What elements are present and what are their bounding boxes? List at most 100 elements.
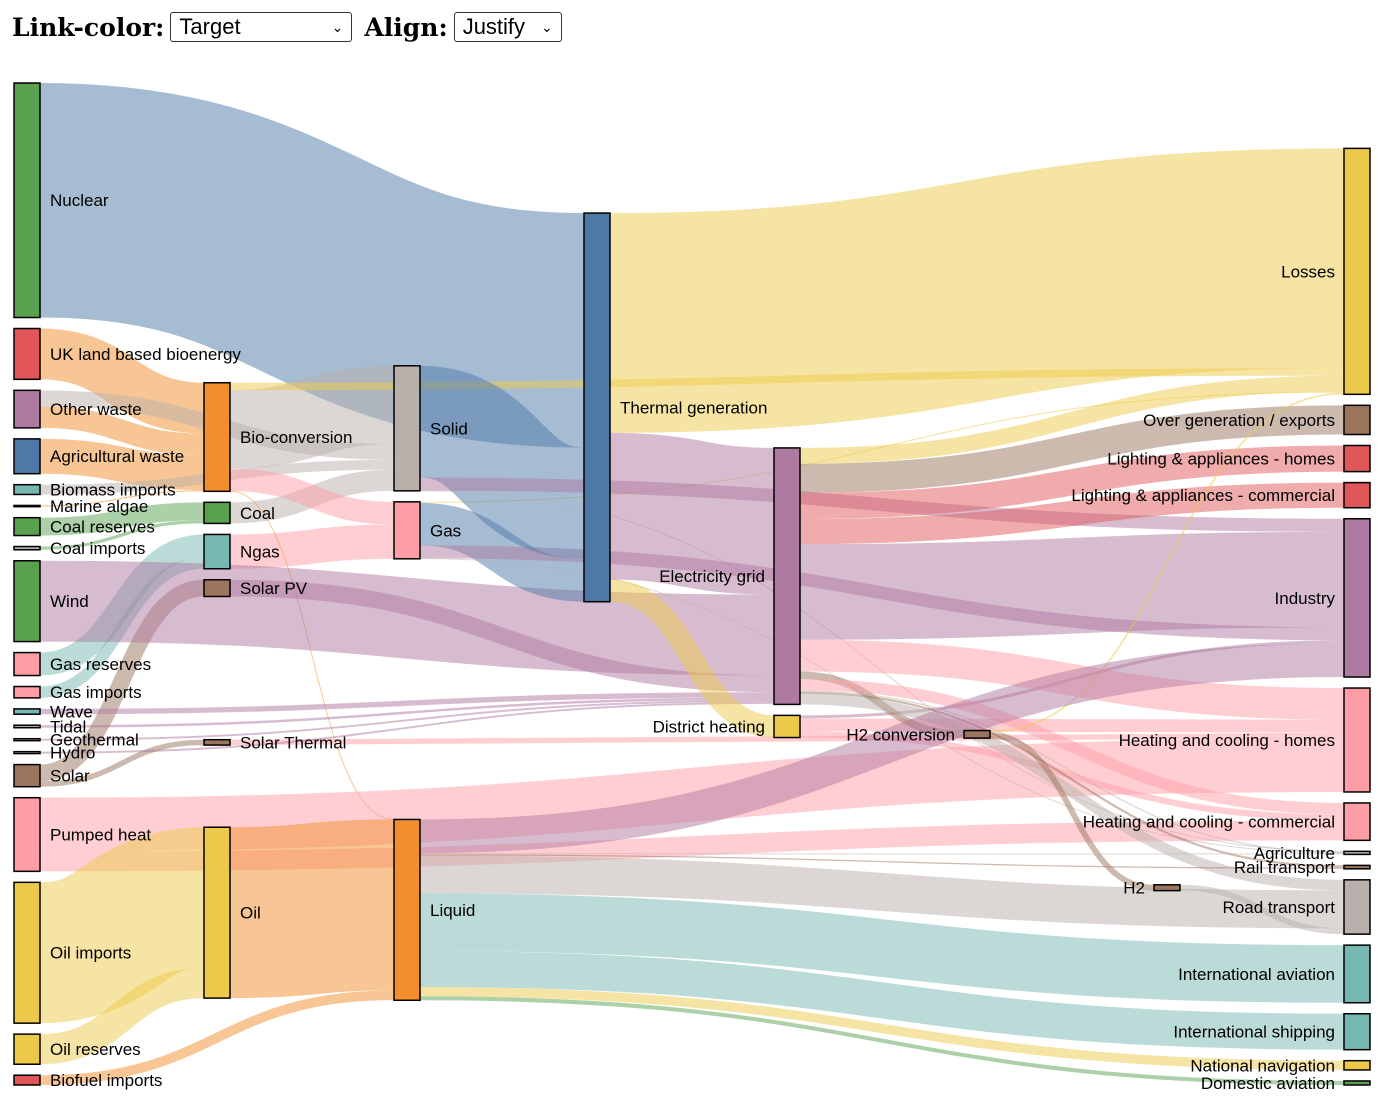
link-other-waste-to-bio-conversion[interactable] <box>39 406 205 456</box>
link-electricity-grid-to-lighting-appliances-homes[interactable] <box>799 445 1345 520</box>
node-coal-imports[interactable] <box>13 545 41 551</box>
link-liquid-to-rail-transport[interactable] <box>419 854 1345 869</box>
link-oil-imports-to-oil[interactable] <box>36 827 208 1024</box>
node-coal-reserves[interactable] <box>13 516 41 537</box>
link-oil-to-liquid[interactable] <box>229 819 395 999</box>
node-label-oil: Oil <box>240 904 261 923</box>
link-hydro-to-electricity-grid[interactable] <box>39 701 775 754</box>
link-electricity-grid-to-road-transport[interactable] <box>799 693 1345 891</box>
node-other-waste[interactable] <box>13 389 41 429</box>
node-coal[interactable] <box>203 501 231 525</box>
node-pumped-heat[interactable] <box>13 796 41 873</box>
node-label-coal: Coal <box>240 504 275 523</box>
link-liquid-to-domestic-aviation[interactable] <box>419 996 1345 1086</box>
link-oil-reserves-to-oil[interactable] <box>39 968 205 1065</box>
link-bio-conversion-to-gas[interactable] <box>229 468 395 525</box>
node-lighting-appliances-homes[interactable] <box>1343 444 1371 473</box>
node-rail-transport[interactable] <box>1343 864 1371 870</box>
link-electricity-grid-to-heating-and-cooling-commercial[interactable] <box>799 679 1345 815</box>
node-electricity-grid[interactable] <box>773 447 801 706</box>
node-solar-thermal[interactable] <box>203 738 231 746</box>
link-coal-reserves-to-coal[interactable] <box>39 502 205 536</box>
link-marine-algae-to-bio-conversion[interactable] <box>39 490 205 507</box>
node-biofuel-imports[interactable] <box>13 1074 41 1086</box>
node-label-other-waste: Other waste <box>50 400 142 419</box>
node-district-heating[interactable] <box>773 714 801 739</box>
node-gas-reserves[interactable] <box>13 651 41 677</box>
node-agriculture[interactable] <box>1343 850 1371 856</box>
link-electricity-grid-to-lighting-appliances-commercial[interactable] <box>799 482 1345 545</box>
link-electricity-grid-to-losses[interactable] <box>799 375 1345 464</box>
node-oil[interactable] <box>203 826 231 999</box>
node-liquid[interactable] <box>393 818 421 1002</box>
node-wave[interactable] <box>13 708 41 715</box>
link-electricity-grid-to-industry[interactable] <box>799 531 1345 640</box>
link-geothermal-to-electricity-grid[interactable] <box>39 700 775 741</box>
link-tidal-to-electricity-grid[interactable] <box>39 697 775 728</box>
link-liquid-to-road-transport[interactable] <box>419 855 1345 929</box>
node-solid[interactable] <box>393 365 421 492</box>
link-electricity-grid-to-rail-transport[interactable] <box>799 691 1345 868</box>
link-color-select[interactable]: Target ⌄ <box>170 12 353 42</box>
node-agricultural-waste[interactable] <box>13 438 41 475</box>
link-liquid-to-international-aviation[interactable] <box>419 893 1345 1003</box>
link-bio-conversion-to-solid[interactable] <box>229 365 395 469</box>
node-national-navigation[interactable] <box>1343 1059 1371 1071</box>
link-wave-to-electricity-grid[interactable] <box>39 692 775 715</box>
node-bio-conversion[interactable] <box>203 381 231 493</box>
chevron-down-icon: ⌄ <box>540 18 553 35</box>
node-heating-and-cooling-commercial[interactable] <box>1343 802 1371 842</box>
node-label-rail-transport: Rail transport <box>1234 858 1335 877</box>
link-nuclear-to-thermal-generation[interactable] <box>38 83 586 448</box>
node-industry[interactable] <box>1343 517 1371 678</box>
node-oil-imports[interactable] <box>13 881 41 1024</box>
link-solar-to-solar-thermal[interactable] <box>39 739 205 787</box>
link-solid-to-thermal-generation[interactable] <box>416 365 588 560</box>
node-oil-reserves[interactable] <box>13 1033 41 1065</box>
node-ngas[interactable] <box>203 533 231 570</box>
link-liquid-to-industry[interactable] <box>419 643 1345 854</box>
node-label-nuclear: Nuclear <box>50 191 109 210</box>
link-thermal-generation-to-electricity-grid[interactable] <box>609 432 775 595</box>
link-electricity-grid-to-over-generation-exports[interactable] <box>799 405 1345 493</box>
node-uk-land-based-bioenergy[interactable] <box>13 327 41 381</box>
link-ngas-to-gas[interactable] <box>229 524 395 569</box>
node-over-generation-exports[interactable] <box>1343 404 1371 436</box>
node-losses[interactable] <box>1343 147 1371 396</box>
link-agricultural-waste-to-bio-conversion[interactable] <box>39 438 205 491</box>
node-lighting-appliances-commercial[interactable] <box>1343 481 1371 509</box>
link-biofuel-imports-to-liquid[interactable] <box>39 990 395 1085</box>
node-geothermal[interactable] <box>13 737 41 742</box>
node-h2[interactable] <box>1153 884 1181 892</box>
link-thermal-generation-to-district-heating[interactable] <box>609 579 775 738</box>
node-international-aviation[interactable] <box>1343 944 1371 1004</box>
node-tidal[interactable] <box>13 724 41 729</box>
node-domestic-aviation[interactable] <box>1343 1080 1371 1086</box>
link-electricity-grid-to-agriculture[interactable] <box>799 690 1345 853</box>
node-label-gas-reserves: Gas reserves <box>50 655 151 674</box>
node-wind[interactable] <box>13 560 41 643</box>
node-road-transport[interactable] <box>1343 879 1371 935</box>
node-marine-algae[interactable] <box>13 504 41 508</box>
link-h2-conversion-to-h2[interactable] <box>989 732 1155 891</box>
link-h2-conversion-to-losses[interactable] <box>989 392 1345 733</box>
node-biomass-imports[interactable] <box>13 483 41 496</box>
node-h2-conversion[interactable] <box>963 729 991 739</box>
node-label-solid: Solid <box>430 419 468 438</box>
node-heating-and-cooling-homes[interactable] <box>1343 687 1371 793</box>
link-thermal-generation-to-losses[interactable] <box>609 148 1345 433</box>
link-liquid-to-national-navigation[interactable] <box>419 986 1345 1070</box>
link-wind-to-electricity-grid[interactable] <box>39 560 775 676</box>
node-solar[interactable] <box>13 763 41 788</box>
node-hydro[interactable] <box>13 750 41 755</box>
node-gas[interactable] <box>393 501 421 560</box>
link-liquid-to-international-shipping[interactable] <box>419 951 1345 1050</box>
align-select[interactable]: Justify ⌄ <box>453 12 562 42</box>
node-solar-pv[interactable] <box>203 579 231 598</box>
node-international-shipping[interactable] <box>1343 1012 1371 1051</box>
link-coal-imports-to-coal[interactable] <box>39 520 205 550</box>
link-solar-thermal-to-heating-and-cooling-homes[interactable] <box>229 732 1345 746</box>
node-nuclear[interactable] <box>13 82 41 319</box>
node-thermal-generation[interactable] <box>583 212 611 603</box>
node-gas-imports[interactable] <box>13 685 41 699</box>
